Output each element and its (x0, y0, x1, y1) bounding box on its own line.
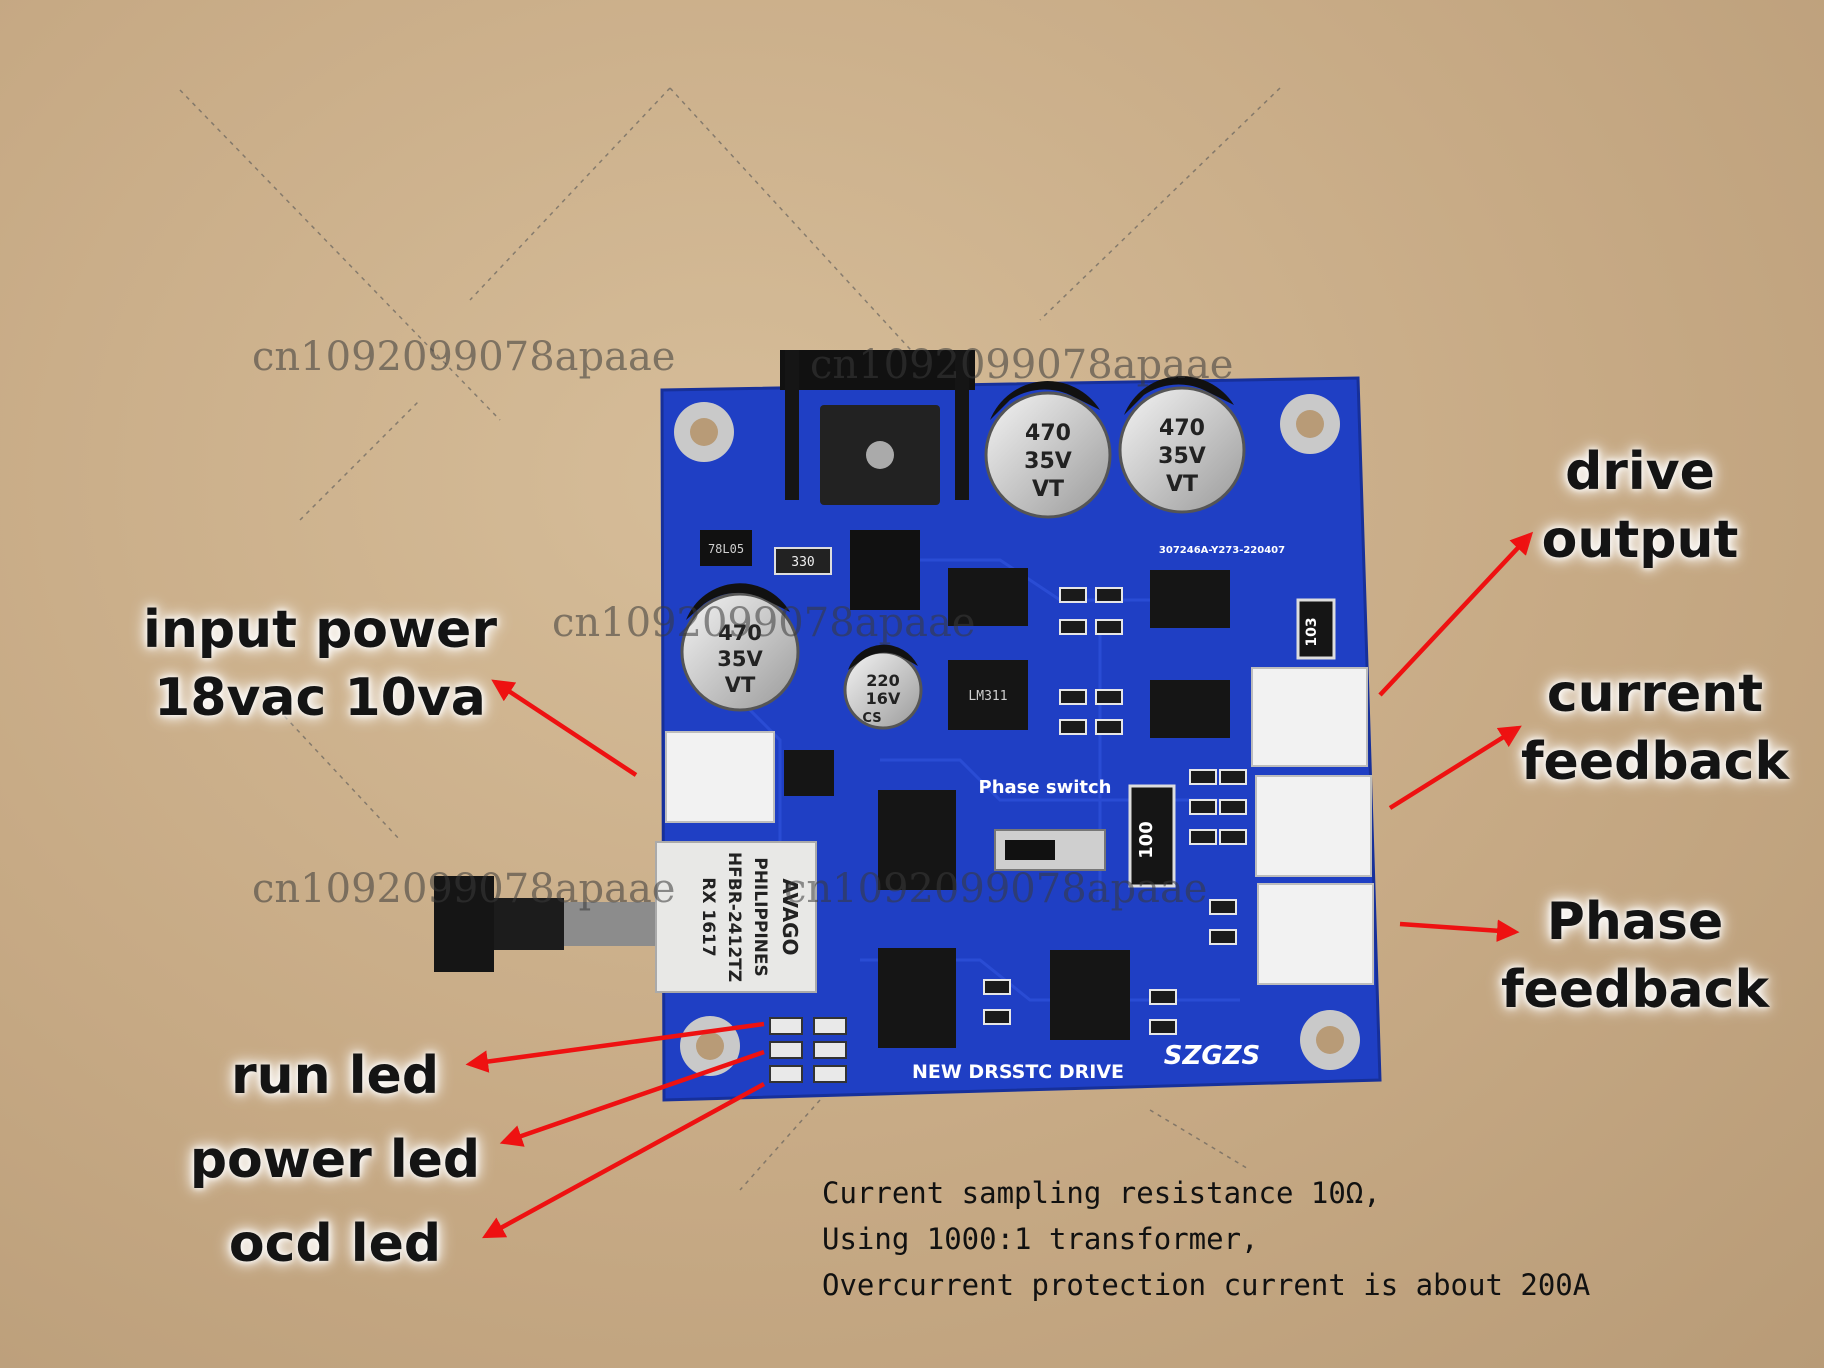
watermark-1: cn1092099078apaae (252, 334, 676, 380)
watermark-5: cn1092099078apaae (784, 866, 1208, 912)
capacitor-470-left: 470 35V VT (984, 381, 1112, 519)
svg-text:100: 100 (1136, 821, 1157, 859)
svg-text:CS: CS (862, 711, 881, 726)
board-title: NEW DRSSTC DRIVE (912, 1061, 1124, 1083)
status-leds (769, 1017, 847, 1083)
arrow-ocd-led (482, 1082, 766, 1239)
capacitor-470-right: 470 35V VT (1118, 376, 1246, 514)
heatsink (780, 350, 975, 505)
svg-text:LM311: LM311 (968, 689, 1007, 704)
jst-connectors (665, 667, 1374, 985)
svg-text:35V: 35V (717, 647, 763, 671)
capacitor-220: 220 16V CS (843, 644, 923, 730)
label-run-led: run led (230, 1046, 440, 1106)
watermark-3: cn1092099078apaae (552, 600, 976, 646)
svg-text:VT: VT (1032, 477, 1064, 502)
phase-switch (994, 829, 1106, 871)
annotation-arrows (465, 531, 1534, 1239)
svg-text:VT: VT (725, 673, 756, 697)
arrow-input-power (491, 679, 638, 777)
pcb-board: 470 35V VT 470 35V VT 470 35V VT (434, 350, 1382, 1102)
regulator-78l05 (700, 530, 752, 566)
mosfet-regulator (850, 530, 920, 610)
arrow-phase-feedback (1399, 919, 1520, 942)
capacitor-470-lower: 470 35V VT (680, 583, 800, 712)
arrow-drive-output (1378, 531, 1534, 697)
ic-chips (784, 568, 1230, 1048)
watermark-4: cn1092099078apaae (252, 866, 676, 912)
watermark-2: cn1092099078apaae (810, 342, 1234, 388)
label-ocd-led: ocd led (228, 1214, 442, 1274)
svg-text:470: 470 (1025, 421, 1071, 446)
resistor-103 (1296, 598, 1336, 660)
smd-parts (983, 587, 1247, 1035)
svg-text:35V: 35V (1158, 444, 1206, 469)
resistor-100 (1128, 784, 1176, 888)
resistor-330 (774, 547, 832, 575)
svg-text:220: 220 (866, 671, 899, 690)
svg-text:HFBR-2412TZ: HFBR-2412TZ (724, 852, 744, 982)
arrow-power-led (499, 1049, 765, 1147)
optical-receiver: AVAGO PHILIPPINES HFBR-2412TZ RX 1617 (434, 841, 817, 993)
svg-text:330: 330 (791, 555, 814, 570)
board-part-number: 307246A-Y273-220407 (1159, 545, 1285, 556)
label-power-led: power led (189, 1130, 481, 1190)
spec-note-line-3: Overcurrent protection current is about … (822, 1268, 1591, 1302)
spec-note-line-2: Using 1000:1 transformer, (822, 1222, 1259, 1256)
svg-text:35V: 35V (1024, 449, 1072, 474)
arrow-current-feedback (1388, 725, 1522, 810)
svg-text:103: 103 (1304, 617, 1320, 646)
svg-text:78L05: 78L05 (708, 542, 744, 556)
spec-note-line-1: Current sampling resistance 10Ω, (822, 1176, 1381, 1210)
svg-text:470: 470 (718, 621, 762, 645)
svg-text:VT: VT (1166, 472, 1198, 497)
svg-text:PHILIPPINES: PHILIPPINES (750, 857, 770, 977)
spec-note: Current sampling resistance 10Ω, Using 1… (822, 1170, 1590, 1308)
svg-text:RX 1617: RX 1617 (698, 877, 718, 956)
svg-text:AVAGO: AVAGO (778, 878, 802, 955)
svg-text:16V: 16V (866, 689, 901, 708)
phase-switch-label: Phase switch (979, 777, 1112, 798)
board-brand: SZGZS (1164, 1041, 1261, 1071)
watermark-lines (179, 87, 1281, 1191)
svg-text:470: 470 (1159, 416, 1205, 441)
arrow-run-led (465, 1021, 765, 1073)
